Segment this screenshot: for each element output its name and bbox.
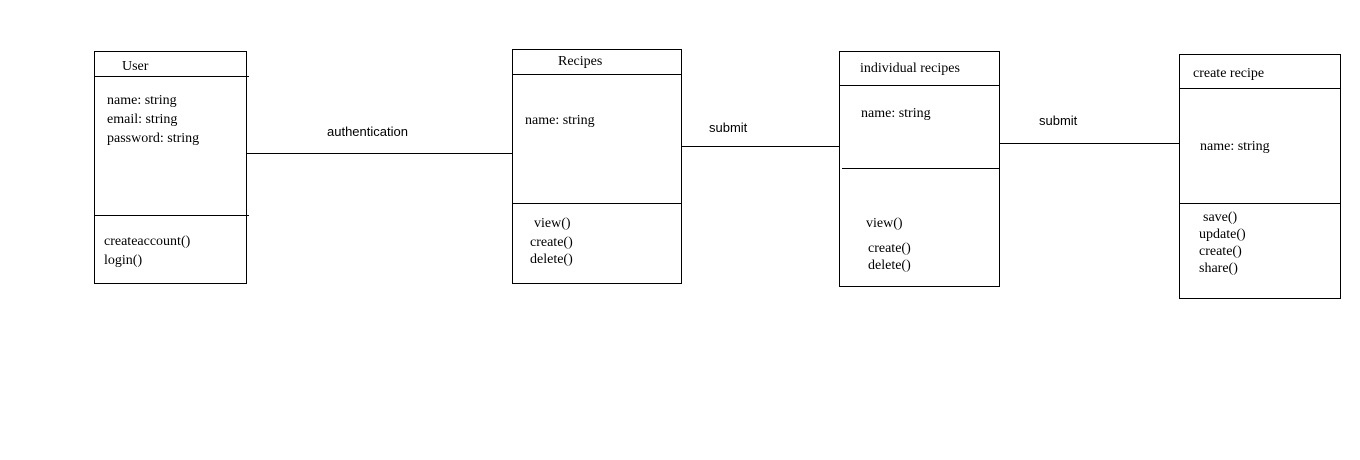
class-create-recipe — [1179, 54, 1341, 299]
user-title-divider — [94, 76, 249, 77]
user-method-createaccount: createaccount() — [104, 234, 191, 249]
create-recipe-attribute-name: name: string — [1200, 139, 1270, 154]
association-label-authentication: authentication — [327, 124, 408, 139]
create-recipe-title-divider — [1179, 88, 1341, 89]
user-methods-divider — [94, 215, 249, 216]
create-recipe-class-title: create recipe — [1193, 66, 1265, 81]
association-line-individual-create — [999, 143, 1180, 144]
recipes-attribute-name: name: string — [525, 113, 595, 128]
class-individual-recipes — [839, 51, 1000, 287]
association-label-submit-2: submit — [1039, 113, 1078, 128]
create-recipe-method-update: update() — [1199, 227, 1246, 242]
create-recipe-method-share: share() — [1199, 261, 1238, 276]
user-method-login: login() — [104, 253, 143, 268]
user-attribute-password: password: string — [107, 131, 200, 146]
association-line-recipes-individual — [681, 146, 842, 147]
recipes-method-view: view() — [534, 216, 571, 231]
create-recipe-method-save: save() — [1203, 210, 1238, 225]
recipes-title-divider — [512, 74, 682, 75]
class-recipes — [512, 49, 682, 284]
individual-title-divider — [839, 85, 1000, 86]
individual-recipes-class-title: individual recipes — [860, 61, 960, 76]
individual-attribute-name: name: string — [861, 106, 931, 121]
individual-method-delete: delete() — [868, 258, 911, 273]
user-attribute-name: name: string — [107, 93, 177, 108]
individual-methods-divider — [842, 168, 1000, 169]
class-user — [94, 51, 247, 284]
recipes-method-delete: delete() — [530, 252, 573, 267]
individual-method-create: create() — [868, 241, 911, 256]
recipes-methods-divider — [512, 203, 682, 204]
individual-method-view: view() — [866, 216, 903, 231]
create-recipe-methods-divider — [1179, 203, 1341, 204]
recipes-method-create: create() — [530, 235, 573, 250]
create-recipe-method-create: create() — [1199, 244, 1242, 259]
association-label-submit-1: submit — [709, 120, 748, 135]
user-attribute-email: email: string — [107, 112, 178, 127]
association-line-user-recipes — [246, 153, 513, 154]
recipes-class-title: Recipes — [558, 54, 603, 69]
user-class-title: User — [122, 59, 149, 74]
